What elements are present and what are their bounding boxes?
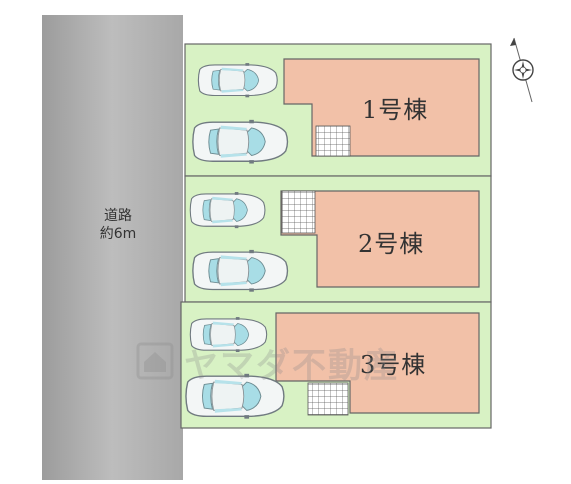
car-3b (185, 373, 285, 420)
road-label: 道路 約6m (88, 207, 148, 243)
entrance-tiles-2 (281, 190, 316, 234)
car-2a (189, 191, 266, 229)
road-label-name: 道路 (104, 208, 132, 224)
car-1a (197, 62, 278, 98)
entrance-tiles-1 (315, 125, 351, 157)
car-1b (192, 119, 289, 165)
road (42, 15, 183, 480)
compass-icon (510, 37, 534, 103)
entrance-tiles-3 (307, 382, 349, 416)
building-label-1: 1号棟 (362, 96, 429, 124)
road-label-width: 約6m (99, 226, 137, 242)
car-2b (192, 249, 289, 293)
car-3a (189, 316, 268, 353)
building-label-3: 3号棟 (360, 351, 427, 379)
building-label-2: 2号棟 (358, 230, 425, 258)
watermark-house-icon (136, 342, 174, 380)
building-2 (280, 190, 480, 288)
